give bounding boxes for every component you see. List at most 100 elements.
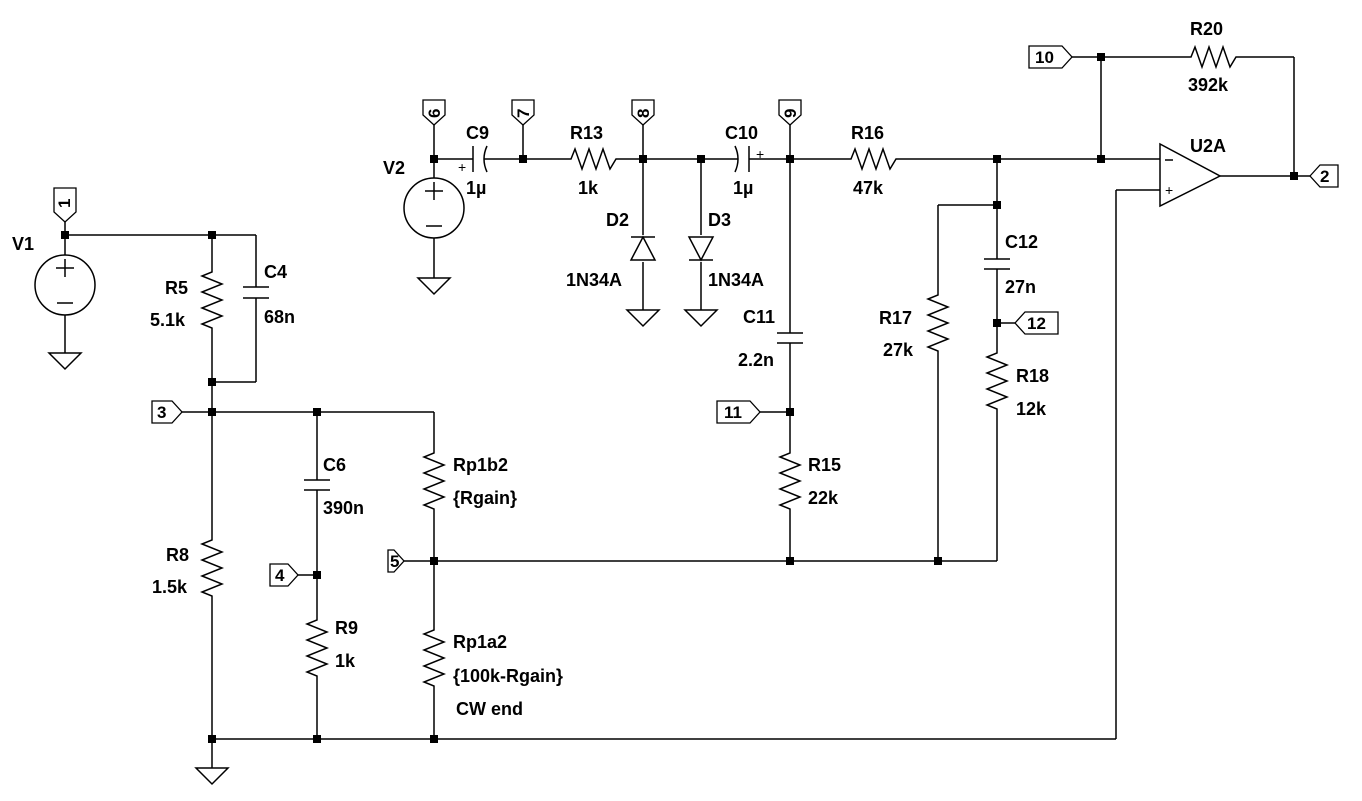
diode-D2: [629, 235, 657, 261]
label-C6: C6: [323, 455, 346, 475]
label-D2: D2: [606, 210, 629, 230]
ground-icon: [194, 767, 230, 786]
polarity-plus-C9: +: [458, 159, 466, 175]
resistor-R18: [984, 343, 1010, 423]
label-R18: R18: [1016, 366, 1049, 386]
capacitor-C11: [777, 332, 803, 344]
resistor-R17: [925, 285, 951, 365]
label-C9: C9: [466, 123, 489, 143]
label-C4: C4: [264, 262, 287, 282]
value-R17: 27k: [883, 340, 914, 360]
svg-text:8: 8: [634, 109, 653, 118]
junction-dots: [61, 53, 1298, 743]
ground-icon: [625, 309, 661, 328]
resistor-R5: [199, 262, 225, 342]
svg-text:10: 10: [1035, 48, 1054, 67]
polarity-plus-C10: +: [756, 146, 764, 162]
label-R8: R8: [166, 545, 189, 565]
label-R5: R5: [165, 278, 188, 298]
resistor-R16: [843, 146, 903, 172]
label-V1: V1: [12, 234, 34, 254]
value-R9: 1k: [335, 651, 356, 671]
label-U2A: U2A: [1190, 136, 1226, 156]
svg-text:6: 6: [425, 109, 444, 118]
resistor-Rp1b2: [421, 443, 447, 523]
svg-text:5: 5: [390, 552, 399, 571]
label-C11: C11: [743, 307, 775, 327]
label-R20: R20: [1190, 19, 1223, 39]
label-R15: R15: [808, 455, 841, 475]
value-C12: 27n: [1005, 277, 1036, 297]
svg-text:11: 11: [724, 403, 742, 422]
value-C6: 390n: [323, 498, 364, 518]
label-C12: C12: [1005, 232, 1038, 252]
label-C10: C10: [725, 123, 758, 143]
resistor-R9: [304, 610, 330, 690]
value-R15: 22k: [808, 488, 839, 508]
label-R17: R17: [879, 308, 912, 328]
net-flag-5: 5: [387, 549, 405, 573]
component-labels: V1 V2 R5 5.1k C4 68n R8 1.5k C6 390n R9 …: [12, 19, 1229, 719]
resistor-R13: [563, 146, 623, 172]
resistor-R8: [199, 530, 225, 610]
capacitor-C12: [984, 258, 1010, 270]
opamp-U2A: +: [1159, 142, 1222, 208]
opamp-plus-input-symbol: +: [1165, 182, 1173, 198]
svg-text:4: 4: [275, 566, 285, 585]
label-V2: V2: [383, 158, 405, 178]
label-Rp1a2: Rp1a2: [453, 632, 507, 652]
net-flag-10: 10: [1028, 45, 1073, 69]
label-D3: D3: [708, 210, 731, 230]
svg-text:3: 3: [157, 403, 166, 422]
net-flag-9: 9: [778, 99, 802, 126]
resistor-R20: [1183, 44, 1243, 70]
value-Rp1a2: {100k-Rgain}: [453, 666, 563, 686]
net-flag-4: 4: [269, 563, 299, 587]
svg-text:1: 1: [55, 199, 74, 208]
net-flag-7: 7: [511, 99, 535, 126]
value-R20: 392k: [1188, 75, 1229, 95]
resistors: [199, 44, 1243, 700]
label-R9: R9: [335, 618, 358, 638]
value-C9: 1µ: [466, 178, 486, 198]
voltage-source-V1: [34, 254, 96, 316]
ground-icon: [416, 277, 452, 296]
capacitors: + +: [243, 145, 1010, 491]
svg-text:9: 9: [781, 109, 800, 118]
diode-D3: [687, 236, 715, 262]
label-Rp1b2: Rp1b2: [453, 455, 508, 475]
value-R16: 47k: [853, 178, 884, 198]
svg-text:12: 12: [1027, 314, 1046, 333]
value-C4: 68n: [264, 307, 295, 327]
label-R16: R16: [851, 123, 884, 143]
svg-text:2: 2: [1320, 167, 1329, 186]
net-flag-8: 8: [631, 99, 655, 126]
value-C10: 1µ: [733, 178, 753, 198]
net-flags: 1 6 7 8 9 3 4 5: [53, 45, 1339, 587]
ground-symbols: [47, 277, 719, 786]
value-R18: 12k: [1016, 399, 1047, 419]
value-R5: 5.1k: [150, 310, 186, 330]
value-D2: 1N34A: [566, 270, 622, 290]
note-Rp1a2: CW end: [456, 699, 523, 719]
value-C11: 2.2n: [738, 350, 774, 370]
resistor-R15: [777, 443, 803, 523]
label-R13: R13: [570, 123, 603, 143]
capacitor-C4: [243, 286, 269, 299]
capacitor-C9: +: [458, 145, 488, 175]
net-flag-2: 2: [1309, 164, 1339, 188]
net-flag-3: 3: [151, 400, 183, 424]
voltage-source-V2: [403, 177, 465, 239]
capacitor-C6: [304, 479, 330, 491]
net-flag-1: 1: [53, 187, 77, 223]
capacitor-C10: +: [734, 145, 764, 173]
resistor-Rp1a2: [421, 620, 447, 700]
ground-icon: [683, 309, 719, 328]
net-flag-12: 12: [1014, 311, 1059, 335]
ground-icon: [47, 352, 83, 371]
wires: [64, 56, 1310, 768]
value-R8: 1.5k: [152, 577, 188, 597]
value-D3: 1N34A: [708, 270, 764, 290]
diodes: [629, 235, 715, 262]
